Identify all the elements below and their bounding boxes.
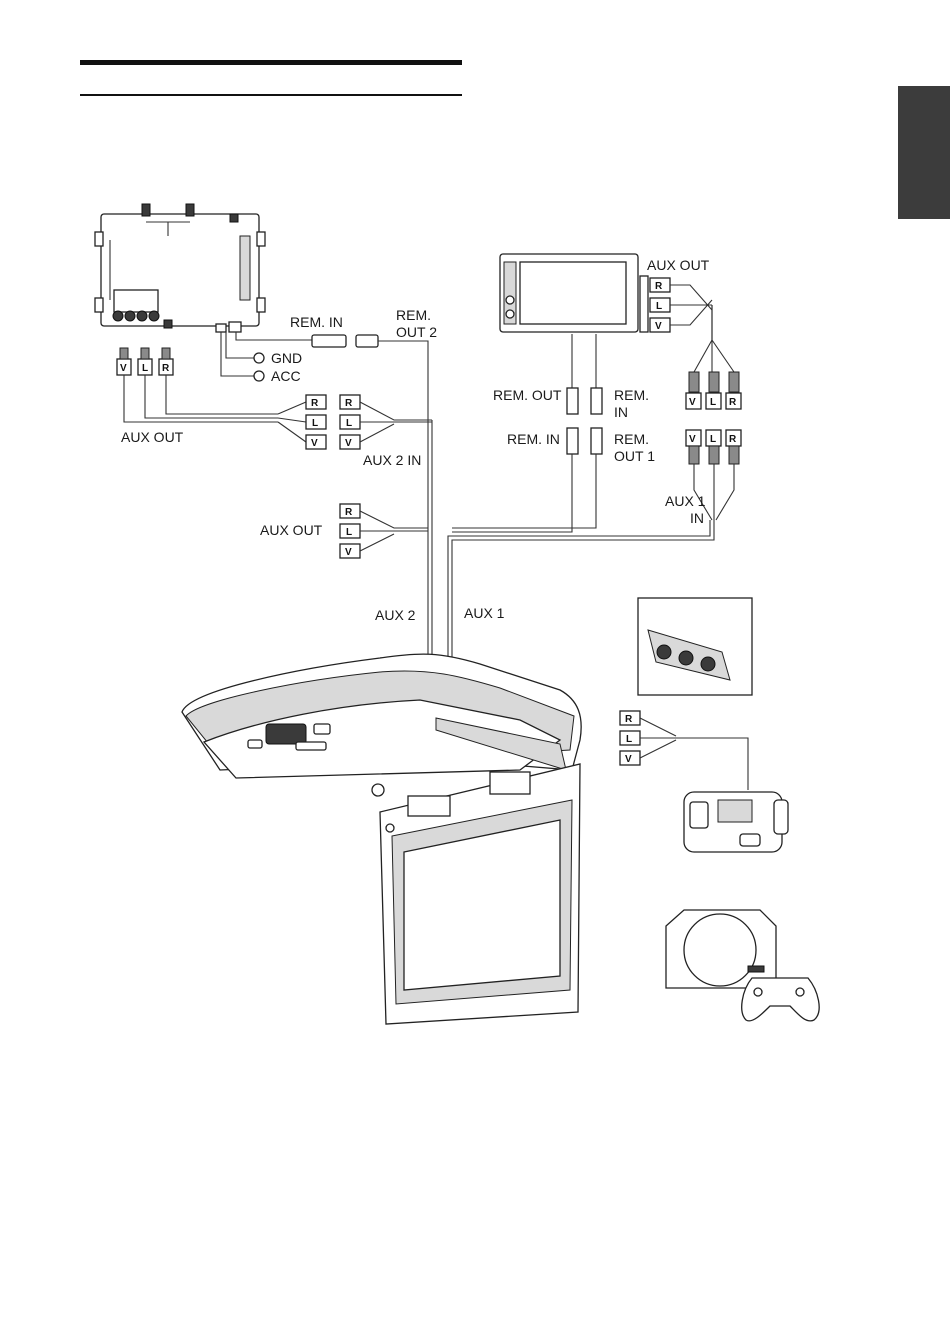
rem-out-right-label: REM. OUT — [493, 387, 562, 403]
acc-label: ACC — [271, 368, 301, 384]
aux1-label: AUX 1 — [464, 605, 505, 621]
svg-text:R: R — [625, 714, 633, 725]
rem-in-plug-icon — [312, 335, 346, 347]
header-rule-thick — [80, 60, 462, 65]
side-tab — [898, 86, 950, 219]
rem-out2-label-line2: OUT 2 — [396, 324, 437, 340]
game-console-icon — [666, 910, 776, 988]
aux-out-mid-label: AUX OUT — [260, 522, 323, 538]
head-unit — [500, 254, 648, 332]
aux-out-left-label: AUX OUT — [121, 429, 184, 445]
rem-out1-label-line2: OUT 1 — [614, 448, 655, 464]
svg-text:L: L — [312, 418, 318, 429]
svg-text:R: R — [655, 281, 663, 292]
svg-text:L: L — [346, 418, 352, 429]
svg-text:L: L — [710, 434, 716, 445]
aux-out-right-plugs: R L V — [650, 278, 734, 372]
svg-text:L: L — [626, 734, 632, 745]
acc-terminal-icon — [254, 371, 264, 381]
overhead-monitor — [182, 654, 581, 1024]
aux-out-right-label: AUX OUT — [647, 257, 710, 273]
svg-text:L: L — [656, 301, 662, 312]
svg-text:V: V — [345, 438, 352, 449]
svg-text:V: V — [689, 434, 696, 445]
svg-text:R: R — [345, 507, 353, 518]
svg-text:V: V — [345, 547, 352, 558]
svg-text:V: V — [655, 321, 662, 332]
svg-text:R: R — [162, 363, 170, 374]
svg-text:R: R — [729, 397, 737, 408]
header-rule-thin — [80, 94, 462, 96]
svg-text:L: L — [346, 527, 352, 538]
svg-text:R: R — [345, 398, 353, 409]
gnd-terminal-icon — [254, 353, 264, 363]
aux-out-mid-plugs: R L V — [340, 504, 428, 558]
camcorder-plugs: R L V — [620, 711, 748, 790]
svg-text:R: R — [311, 398, 319, 409]
aux1-in-label-line2: IN — [690, 510, 704, 526]
camcorder-icon — [684, 792, 788, 852]
rem-in-label-top: REM. IN — [290, 314, 343, 330]
aux2-label: AUX 2 — [375, 607, 416, 623]
rem-out1-label-line1: REM. — [614, 431, 649, 447]
interface-box — [95, 204, 265, 332]
svg-text:V: V — [625, 754, 632, 765]
rem-in-right-label-line1: REM. — [614, 387, 649, 403]
gnd-label: GND — [271, 350, 302, 366]
aux1-in-label-line1: AUX 1 — [665, 493, 706, 509]
game-controller-icon — [742, 978, 819, 1021]
rem-in-right-label-line2: IN — [614, 404, 628, 420]
rem-out2-socket-icon — [356, 335, 378, 347]
svg-text:R: R — [729, 434, 737, 445]
rem-out2-label-line1: REM. — [396, 307, 431, 323]
svg-text:L: L — [710, 397, 716, 408]
svg-text:V: V — [311, 438, 318, 449]
svg-text:V: V — [689, 397, 696, 408]
aux2-in-plugs: R L V R L V — [278, 395, 432, 449]
jack-detail-panel — [638, 598, 752, 695]
aux2-in-label: AUX 2 IN — [363, 452, 421, 468]
rem-in-right2-label: REM. IN — [507, 431, 560, 447]
svg-text:V: V — [120, 363, 127, 374]
svg-text:L: L — [142, 363, 148, 374]
